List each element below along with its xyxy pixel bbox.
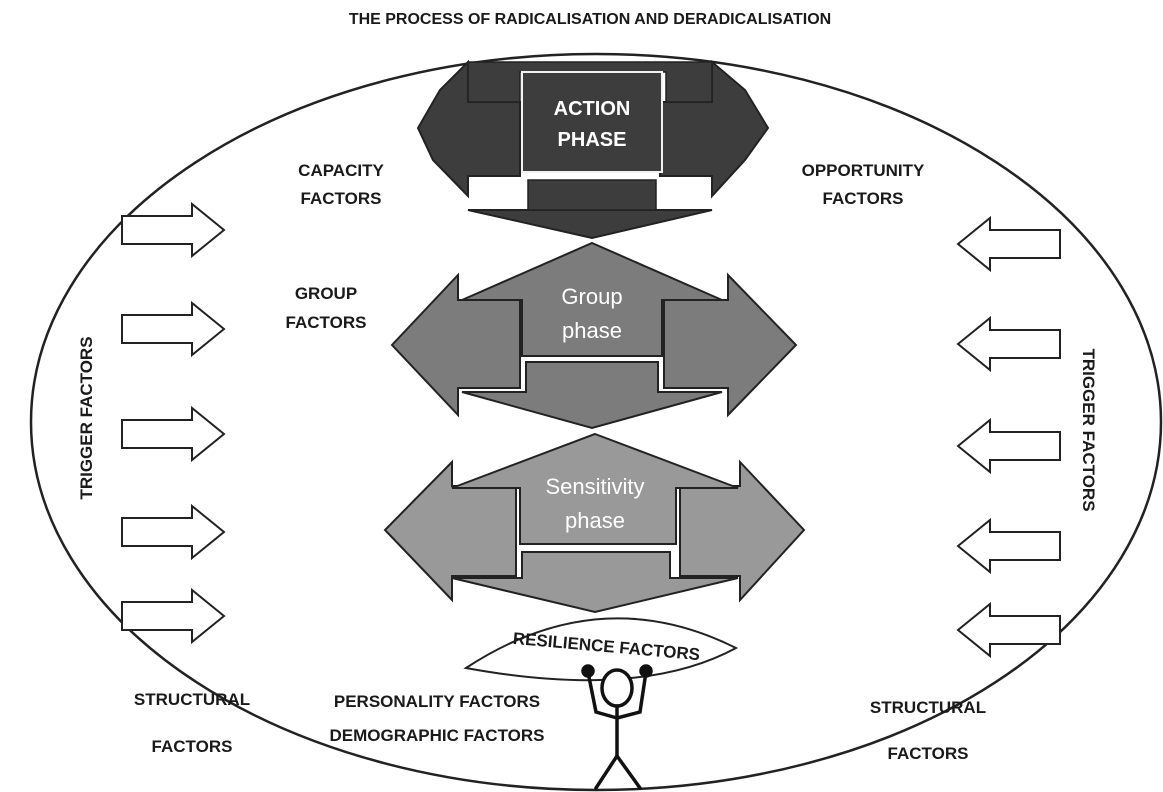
group-factors-line1: GROUP <box>295 284 357 303</box>
structural-factors-left-line2: FACTORS <box>152 737 233 756</box>
group-bottom-arrow <box>461 361 723 430</box>
outer-oval <box>29 52 1163 792</box>
action-bottom-pointer <box>467 209 713 240</box>
trigger-arrow-right-icon <box>121 300 226 358</box>
sensitivity-phase-shape <box>383 432 806 614</box>
trigger-arrow-left-icon <box>956 315 1061 373</box>
action-lower-block <box>527 179 657 211</box>
structural-factors-left-line1: STRUCTURAL <box>134 690 250 709</box>
group-phase-shape <box>390 241 798 430</box>
group-top-arrow <box>461 241 723 357</box>
group-phase-label-line1: Group <box>561 284 622 309</box>
trigger-factors-right: TRIGGER FACTORS <box>1079 348 1098 511</box>
trigger-arrow-right-icon <box>121 587 226 645</box>
stick-figure-icon <box>581 664 653 790</box>
trigger-arrows-left <box>121 201 226 645</box>
trigger-arrow-left-icon <box>956 215 1061 273</box>
diagram-title: THE PROCESS OF RADICALISATION AND DERADI… <box>349 11 831 28</box>
sensitivity-phase-label-line1: Sensitivity <box>545 474 644 499</box>
personality-factors: PERSONALITY FACTORS <box>334 692 540 711</box>
group-phase-label-line2: phase <box>562 318 622 343</box>
opportunity-factors-line2: FACTORS <box>823 189 904 208</box>
sensitivity-bottom-arrow <box>451 551 739 614</box>
action-phase-shape <box>416 59 770 240</box>
capacity-factors-line2: FACTORS <box>301 189 382 208</box>
sensitivity-top-arrow <box>451 432 739 545</box>
trigger-arrow-left-icon <box>956 417 1061 475</box>
group-factors-line2: FACTORS <box>286 313 367 332</box>
action-phase-label-line2: PHASE <box>558 129 627 151</box>
trigger-factors-left: TRIGGER FACTORS <box>77 336 96 499</box>
sensitivity-phase-label-line2: phase <box>565 508 625 533</box>
trigger-arrows-right <box>956 215 1061 659</box>
action-phase-label-line1: ACTION <box>554 98 631 120</box>
structural-factors-right-line2: FACTORS <box>888 744 969 763</box>
capacity-factors-line1: CAPACITY <box>298 161 384 180</box>
trigger-arrow-right-icon <box>121 405 226 463</box>
trigger-arrow-left-icon <box>956 517 1061 575</box>
opportunity-factors-line1: OPPORTUNITY <box>802 161 925 180</box>
trigger-arrow-right-icon <box>121 503 226 561</box>
resilience-shield <box>463 617 739 682</box>
action-center-box <box>521 71 663 173</box>
trigger-arrow-left-icon <box>956 601 1061 659</box>
demographic-factors: DEMOGRAPHIC FACTORS <box>329 726 544 745</box>
trigger-arrow-right-icon <box>121 201 226 259</box>
structural-factors-right-line1: STRUCTURAL <box>870 698 986 717</box>
